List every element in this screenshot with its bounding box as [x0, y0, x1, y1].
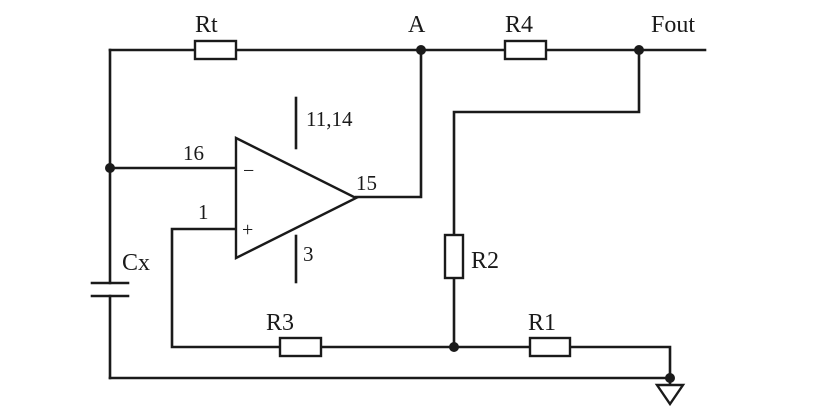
label-r3: R3 [266, 310, 294, 336]
junction-dot-ground [665, 373, 675, 383]
ground-icon [654, 383, 686, 407]
resistor-r2 [443, 233, 465, 280]
wire-noninverting-loop [170, 227, 282, 349]
label-r2: R2 [471, 248, 499, 274]
label-fout: Fout [651, 12, 695, 38]
junction-dot-r2-r3-r1 [449, 342, 459, 352]
opamp-minus-sign: − [243, 160, 254, 182]
opamp-plus-sign: + [242, 219, 253, 241]
junction-dot-inverting [105, 163, 115, 173]
wires [108, 48, 707, 387]
opamp-triangle [234, 136, 359, 260]
label-node-a: A [408, 12, 426, 38]
wire-fout-to-r2 [452, 48, 641, 237]
resistor-r3 [278, 336, 323, 358]
resistor-rt [193, 39, 238, 61]
label-r1: R1 [528, 310, 556, 336]
label-pin-noninverting: 1 [198, 200, 209, 224]
label-pin-output: 15 [356, 171, 377, 195]
label-pin-inverting: 16 [183, 141, 204, 165]
label-pin-supply-top: 11,14 [306, 107, 353, 131]
label-rt: Rt [195, 12, 218, 38]
label-r4: R4 [505, 12, 533, 38]
resistor-r1 [528, 336, 572, 358]
wire-output [354, 48, 423, 199]
junction-dot-fout [634, 45, 644, 55]
resistor-r4 [503, 39, 548, 61]
wire-r1-to-ground [568, 345, 672, 387]
capacitor-cx [90, 281, 130, 298]
label-cx: Cx [122, 250, 150, 276]
label-pin-supply-bottom: 3 [303, 242, 314, 266]
junction-dot-a [416, 45, 426, 55]
